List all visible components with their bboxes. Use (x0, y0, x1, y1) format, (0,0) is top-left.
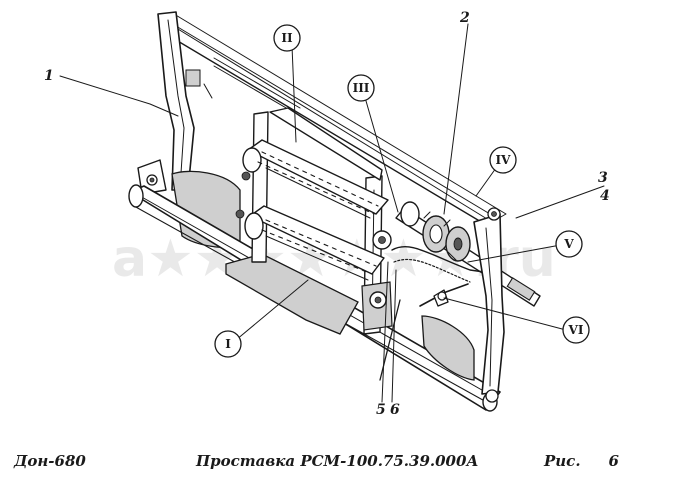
upper-roller (241, 139, 389, 219)
callout-II: II (281, 31, 293, 45)
callout-1: 1 (44, 68, 54, 84)
lower-roller (235, 205, 385, 281)
right-side-frame (473, 207, 505, 403)
figure-number-caption: Рис. 6 (544, 452, 619, 470)
callout-I: I (225, 337, 231, 351)
callout-3: 3 (598, 170, 608, 186)
pivot-block (361, 230, 393, 331)
left-side-frame (137, 11, 213, 195)
callout-5: 5 (376, 402, 386, 418)
drive-shaft (391, 201, 541, 307)
machine-model-caption: Дон-680 (14, 452, 86, 470)
spacer-assembly-drawing: a★★★★★★★.ru (44, 10, 610, 418)
figure-number: 6 (608, 452, 619, 470)
callout-IV: IV (496, 153, 512, 167)
callout-III: III (353, 81, 370, 95)
lever-linkage (379, 283, 469, 381)
right-shield (421, 315, 475, 381)
callout-2: 2 (459, 10, 470, 26)
callout-6: 6 (390, 402, 400, 418)
assembly-title-caption: Проставка РСМ-100.75.39.000А (196, 452, 479, 470)
callout-circles (214, 24, 590, 358)
callout-VI: VI (568, 323, 584, 337)
figure-word: Рис. (544, 452, 581, 470)
callout-4: 4 (600, 188, 610, 204)
leader-lines (59, 23, 605, 403)
callout-V: V (563, 237, 574, 251)
